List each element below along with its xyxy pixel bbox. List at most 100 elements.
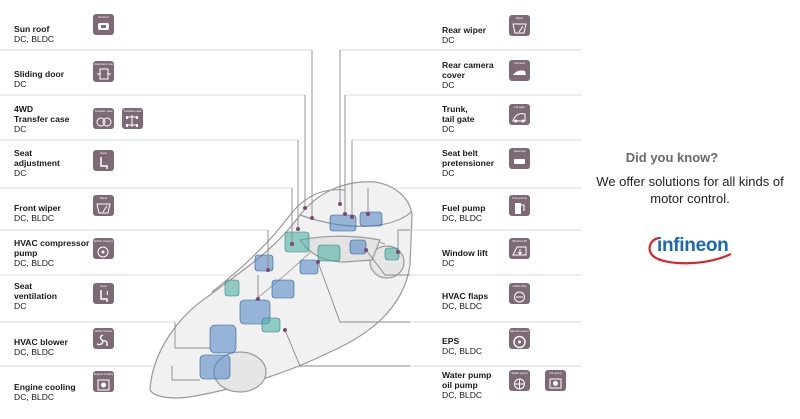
label-seat-ventilation: Seat ventilation DC — [14, 281, 57, 312]
label-title: Seat belt pretensioner — [442, 148, 495, 169]
icon-caption: Wiper — [515, 17, 524, 20]
icon-caption: Electric power steering — [510, 330, 529, 333]
label-title: Water pump oil pump — [442, 370, 492, 391]
icon-caption: Transfer case — [123, 110, 142, 113]
infineon-logo: infineon — [645, 230, 743, 270]
oil-pump-icon: Oil pump — [545, 370, 566, 391]
rear-wiper-icon: Wiper — [509, 15, 530, 36]
label-rear-wiper: Rear wiper DC — [442, 25, 486, 45]
icon-caption: Lift gate — [514, 106, 525, 109]
transfer-case-icon: Transfer case — [93, 108, 114, 129]
seat-belt-icon: Seat belt — [509, 148, 530, 169]
label-sun-roof: Sun roof DC, BLDC — [14, 24, 54, 44]
label-sub: DC — [14, 301, 27, 312]
icon-caption: Seat belt — [513, 150, 526, 153]
brand-name: infineon — [657, 235, 729, 256]
fuel-pump-icon: Fuel pump — [509, 195, 530, 216]
label-sub: DC, BLDC — [14, 213, 55, 224]
seat-ventilation-icon: Seat — [93, 283, 114, 304]
label-title: HVAC compressor pump — [14, 238, 90, 259]
label-title: Sun roof — [14, 24, 50, 34]
label-sub: DC — [14, 79, 27, 90]
label-title: Sliding door — [14, 69, 65, 79]
label-sub: DC, BLDC — [14, 392, 55, 403]
label-water-pump: Water pump oil pump DC, BLDC — [442, 370, 491, 401]
label-seat-adjustment: Seat adjustment DC — [14, 148, 60, 179]
label-sub: DC, BLDC — [442, 301, 483, 312]
label-sub: DC, BLDC — [14, 258, 55, 269]
label-window-lift: Window lift DC — [442, 248, 488, 268]
motor-components — [199, 211, 383, 380]
icon-caption: Automatic door — [94, 63, 113, 66]
label-title: Rear camera cover — [442, 60, 494, 81]
label-title: Trunk, tail gate — [442, 104, 475, 125]
label-title: Rear wiper — [442, 25, 486, 35]
icon-caption: HVAC blower — [94, 330, 113, 333]
label-title: HVAC blower — [14, 337, 68, 347]
label-sub: DC — [442, 168, 455, 179]
label-title: EPS — [442, 336, 460, 346]
hvac-flaps-icon: HVAC flap — [509, 283, 530, 304]
label-hvac-compressor: HVAC compressor pump DC, BLDC — [14, 238, 89, 269]
label-sub: DC — [14, 124, 27, 135]
car-illustration — [0, 49, 582, 399]
label-title: Seat adjustment — [14, 148, 60, 169]
connector-lines — [171, 50, 410, 381]
engine-cooling-icon: Engine cooling fan — [93, 371, 114, 392]
icon-caption: Wiper — [99, 197, 108, 200]
hvac-blower-icon: HVAC blower — [93, 328, 114, 349]
hvac-compressor-icon: HVAC Compressor — [93, 238, 114, 259]
label-eps: EPS DC, BLDC — [442, 336, 482, 356]
label-sub: DC, BLDC — [442, 213, 483, 224]
tail-gate-icon: Lift gate — [509, 104, 530, 125]
connector-dots — [256, 202, 400, 332]
label-sub: DC, BLDC — [442, 346, 483, 357]
front-wiper-icon: Wiper — [93, 195, 114, 216]
label-title: Front wiper — [14, 203, 61, 213]
icon-caption: Camera — [514, 62, 525, 65]
label-sub: DC, BLDC — [14, 34, 55, 45]
icon-caption: Seat — [100, 285, 107, 288]
icon-caption: Oil pump — [549, 372, 562, 375]
sliding-door-icon: Automatic door — [93, 61, 114, 82]
transfer-case-2-icon: Transfer case — [122, 108, 143, 129]
label-title: Engine cooling — [14, 382, 76, 392]
label-front-wiper: Front wiper DC, BLDC — [14, 203, 61, 223]
label-sub: DC — [442, 124, 455, 135]
label-sub: DC, BLDC — [442, 390, 483, 401]
icon-caption: Engine cooling fan — [94, 373, 113, 376]
label-hvac-flaps: HVAC flaps DC, BLDC — [442, 291, 488, 311]
window-lift-icon: Window lift — [509, 238, 530, 259]
label-seat-belt: Seat belt pretensioner DC — [442, 148, 494, 179]
did-you-know-heading: Did you know? — [625, 150, 719, 165]
label-sub: DC, BLDC — [14, 347, 55, 358]
rear-camera-icon: Camera — [509, 60, 530, 81]
label-sliding-door: Sliding door DC — [14, 69, 64, 89]
icon-caption: Water pump — [511, 372, 528, 375]
motor-applications-diagram: Sun roof DC, BLDC Sliding door DC 4WD Tr… — [0, 14, 582, 403]
label-sub: DC — [442, 258, 455, 269]
label-rear-camera: Rear camera cover DC — [442, 60, 494, 91]
label-fuel-pump: Fuel pump DC, BLDC — [442, 203, 485, 223]
eps-icon: Electric power steering — [509, 328, 530, 349]
label-transfer-case: 4WD Transfer case DC — [14, 104, 69, 135]
divider-lines — [0, 49, 582, 367]
icon-caption: Sunroof — [98, 16, 109, 19]
icon-caption: Window lift — [512, 240, 527, 243]
icon-caption: Seat — [100, 152, 107, 155]
label-title: 4WD Transfer case — [14, 104, 70, 125]
icon-caption: Transfer case — [94, 110, 113, 113]
label-engine-cooling: Engine cooling DC, BLDC — [14, 382, 76, 402]
offer-text: We offer solutions for all kinds of moto… — [596, 174, 784, 206]
sun-roof-icon: Sunroof — [93, 14, 114, 35]
label-tail-gate: Trunk, tail gate DC — [442, 104, 474, 135]
label-sub: DC — [14, 168, 27, 179]
label-sub: DC — [442, 80, 455, 91]
icon-caption: HVAC Compressor — [94, 240, 113, 243]
label-hvac-blower: HVAC blower DC, BLDC — [14, 337, 68, 357]
label-title: Seat ventilation — [14, 281, 57, 302]
icon-caption: HVAC flap — [512, 285, 527, 288]
icon-caption: Fuel pump — [512, 197, 527, 200]
water-pump-icon: Water pump — [509, 370, 530, 391]
label-title: HVAC flaps — [442, 291, 489, 301]
